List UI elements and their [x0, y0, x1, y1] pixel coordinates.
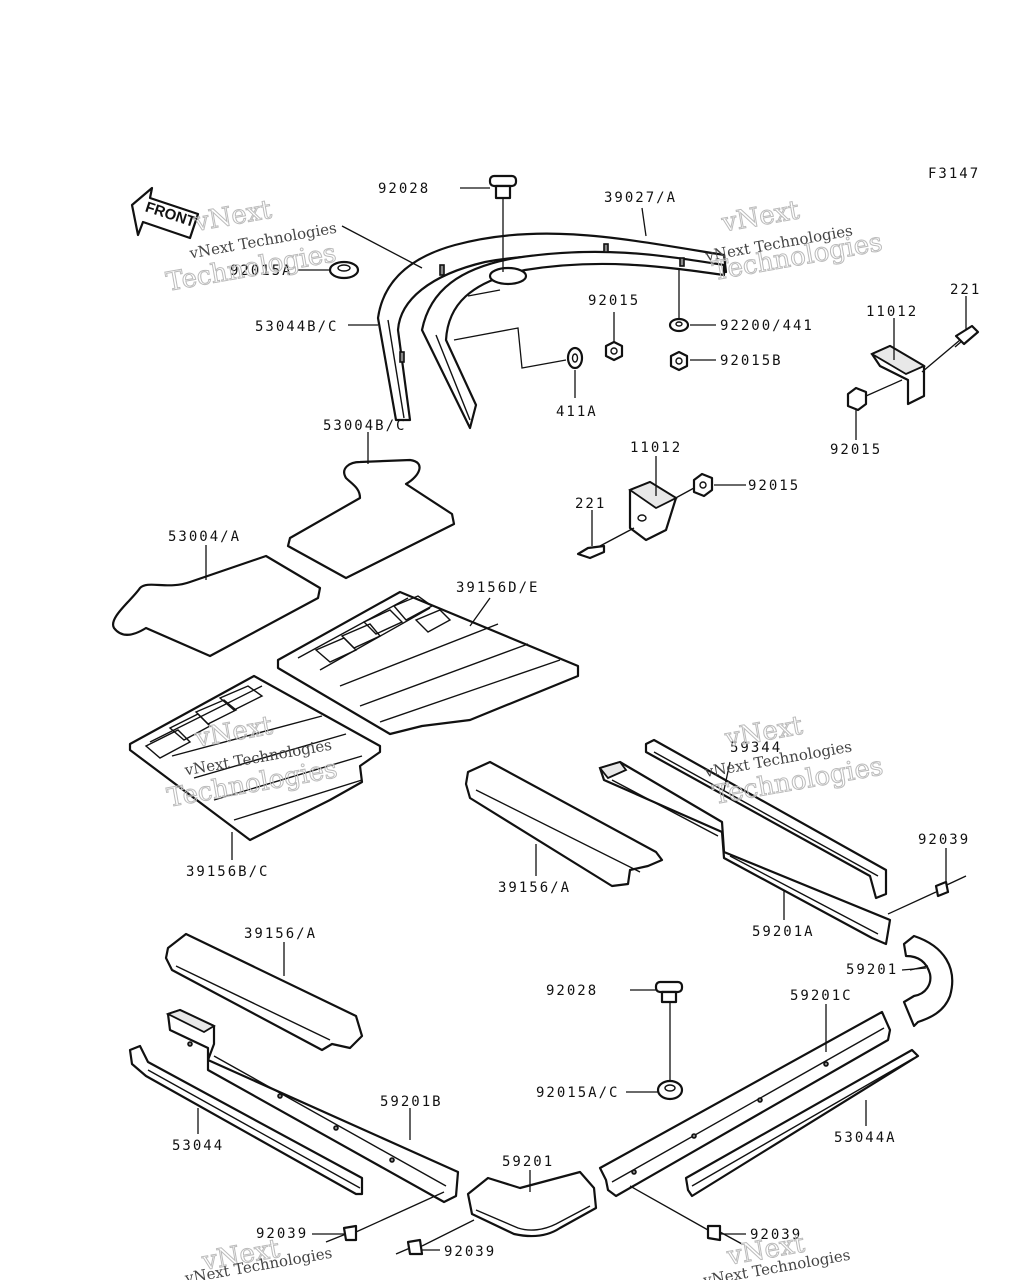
label-92015-right: 92015 [830, 442, 882, 458]
label-39156DE: 39156D/E [456, 580, 539, 596]
label-411A: 411A [556, 404, 598, 420]
label-53004A: 53004/A [168, 529, 241, 545]
label-53044BC: 53044B/C [255, 319, 338, 335]
corner-59201-right [902, 934, 954, 1028]
label-59201-bottom: 59201 [502, 1154, 554, 1170]
rail-59201B [165, 1008, 460, 1204]
step-pad-39156A-low [164, 932, 364, 1052]
screw-221-mid [576, 527, 635, 560]
rivet-92039-right [934, 875, 967, 898]
bracket-11012-right [870, 344, 926, 406]
label-39027: 39027/A [604, 190, 677, 206]
nut-92015AC [656, 1079, 684, 1101]
label-92015A: 92015A [230, 263, 293, 279]
label-59201C: 59201C [790, 988, 853, 1004]
label-59201A: 59201A [752, 924, 815, 940]
label-92039-right: 92039 [918, 832, 970, 848]
plug-92028-top [488, 174, 518, 200]
figure-code: F3147 [928, 166, 980, 182]
label-92028-top: 92028 [378, 181, 430, 197]
mat-53004BC [286, 458, 456, 580]
rail-59344 [644, 738, 888, 900]
label-92039-br: 92039 [750, 1227, 802, 1243]
label-39156A-low: 39156/A [244, 926, 317, 942]
watermark-mid-right: vNext Technologies vNext Technologies [702, 710, 885, 811]
front-arrow-icon: FRONT [130, 186, 200, 240]
rail-59201A [598, 760, 892, 946]
label-221-mid: 221 [575, 496, 606, 512]
rail-53044 [128, 1044, 364, 1196]
watermark-bottom-left: vNext vNext Technologies [183, 1233, 334, 1280]
corner-59201-bottom [466, 1170, 598, 1238]
label-53044A: 53044A [834, 1130, 897, 1146]
label-221-right: 221 [950, 282, 981, 298]
label-92200: 92200/441 [720, 318, 814, 334]
label-53004BC: 53004B/C [323, 418, 406, 434]
washer-411A [566, 346, 584, 370]
label-92028-low: 92028 [546, 983, 598, 999]
label-59344: 59344 [730, 740, 782, 756]
label-59201-right: 59201 [846, 962, 898, 978]
watermark-bottom-right: vNext vNext Technologies [701, 1228, 852, 1280]
rivet-92039-left [325, 1224, 358, 1243]
bracket-11012-mid [628, 480, 678, 542]
label-92015-top: 92015 [588, 293, 640, 309]
label-39156A-mid: 39156/A [498, 880, 571, 896]
bumper-rail-39027 [376, 232, 728, 430]
label-59201B: 59201B [380, 1094, 443, 1110]
rail-59201C [598, 1010, 892, 1198]
nut-92015B [669, 350, 689, 372]
watermark-top-right: vNext Technologies vNext Technologies [703, 195, 885, 288]
mat-39156DE [276, 590, 580, 736]
label-11012-right: 11012 [866, 304, 918, 320]
label-11012-mid: 11012 [630, 440, 682, 456]
label-92039-left: 92039 [256, 1226, 308, 1242]
mat-53004A [111, 554, 322, 658]
washer-92200 [668, 317, 690, 333]
step-pad-39156A-mid [464, 760, 664, 888]
label-53044: 53044 [172, 1138, 224, 1154]
rivet-92039-bottom [395, 1238, 424, 1256]
label-92039-bottom: 92039 [444, 1244, 496, 1260]
leader-rail-front [341, 225, 423, 269]
label-92015AC: 92015A/C [536, 1085, 619, 1101]
nut-92015-right [846, 386, 868, 412]
nut-92015-mid [692, 472, 714, 498]
rail-53044A [684, 1048, 920, 1198]
mat-39156BC [128, 674, 382, 842]
label-92015B: 92015B [720, 353, 783, 369]
screw-221-right [921, 324, 980, 373]
label-92015-mid: 92015 [748, 478, 800, 494]
label-39156BC: 39156B/C [186, 864, 269, 880]
plug-92028-low [654, 980, 684, 1004]
nut-92015-top [604, 340, 624, 362]
watermark-top-left: vNext Technologies vNext Technologies [163, 194, 339, 298]
